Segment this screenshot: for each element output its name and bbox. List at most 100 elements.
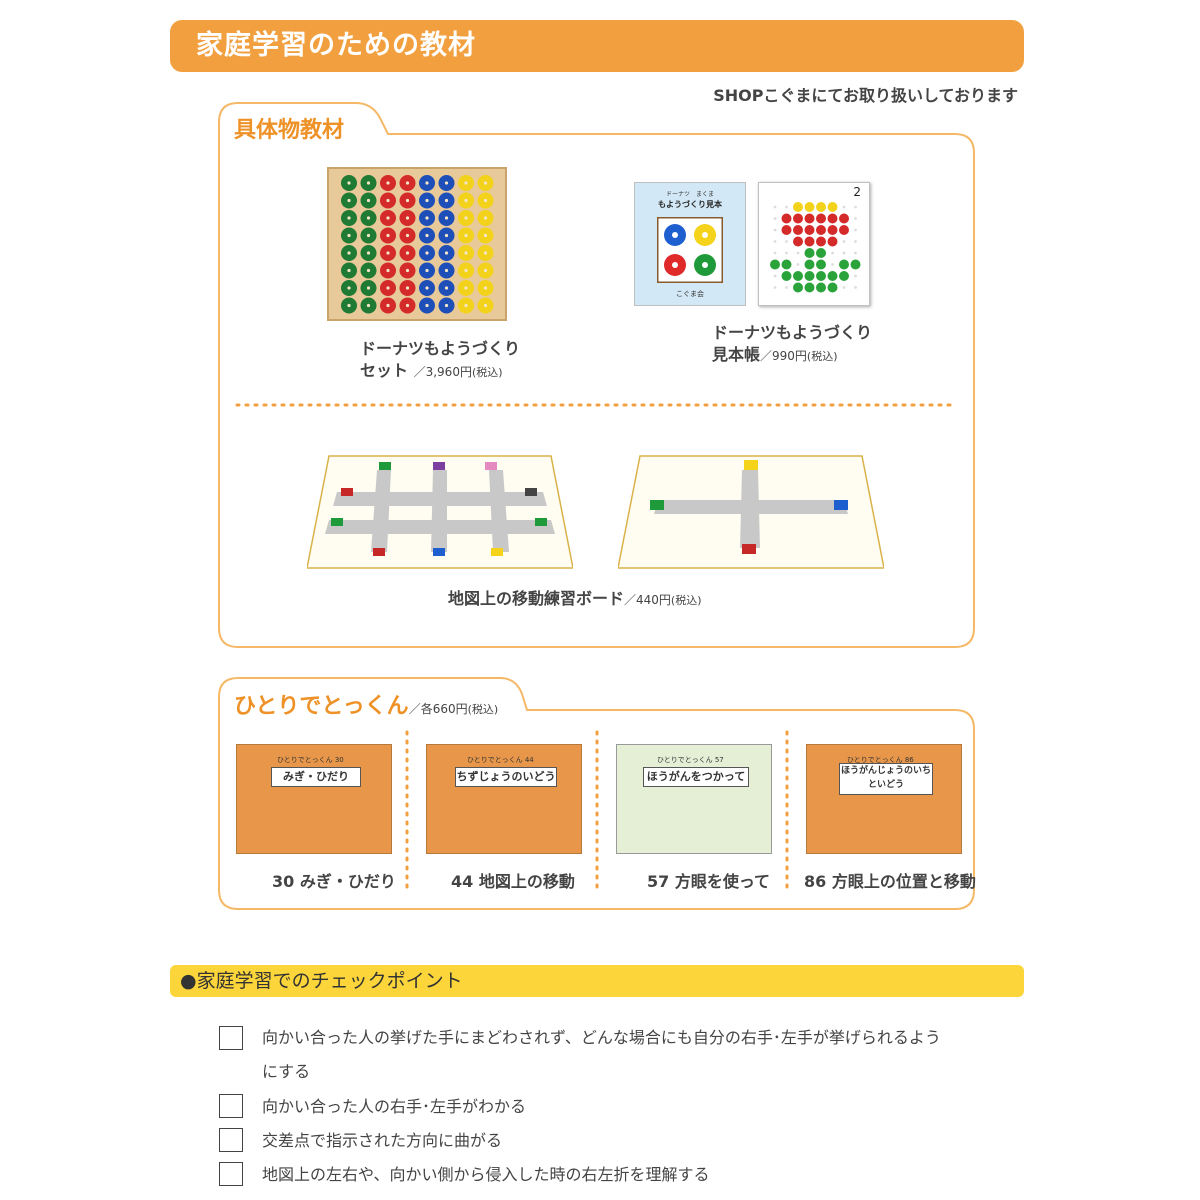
donut-hole: [386, 198, 390, 203]
workbook-cover-title: みぎ・ひだり: [271, 767, 361, 787]
donut-hole: [405, 268, 410, 273]
tulip-dot: [785, 240, 788, 243]
donut-hole: [483, 251, 488, 255]
tulip-dot: [816, 213, 826, 224]
checkpoint-text-cont: にする: [262, 1062, 311, 1081]
donut-hole: [405, 216, 410, 220]
pattern-book-name: ドーナツもようづくり: [712, 323, 873, 342]
hitori-section-outline: [218, 677, 975, 910]
donut-hole: [386, 251, 390, 255]
tulip-dot: [827, 213, 838, 224]
checkpoint-header-bar: [170, 965, 1024, 997]
map-board-caption: 地図上の移動練習ボード／440円(税込): [448, 588, 702, 612]
tulip-dot: [842, 286, 846, 289]
donut-set-name2: セット: [360, 361, 409, 380]
donut-hole: [483, 216, 488, 220]
tulip-dot: [796, 263, 800, 266]
donut-hole: [464, 233, 468, 238]
pattern-book-cover: ドーナツ まくま もようづくり見本 こぐま会: [634, 182, 746, 306]
checkpoint-checkbox[interactable]: [219, 1094, 243, 1118]
workbook-caption: 57 方眼を使って: [647, 872, 771, 891]
pattern-book-price: ／990円: [760, 349, 807, 363]
donut-hole: [483, 268, 488, 273]
donut-hole: [386, 268, 390, 273]
workbook-series: ひとりでとっくん 86: [847, 756, 914, 764]
donut-hole: [425, 181, 429, 185]
tulip-dot: [796, 251, 800, 255]
tulip-dot: [804, 225, 815, 235]
tulip-dot: [781, 259, 792, 270]
donut-hole: [386, 216, 390, 220]
donut-hole: [425, 268, 429, 273]
shop-note: SHOPこぐまにてお取り扱いしております: [713, 86, 1018, 105]
pattern-book-tax: (税込): [806, 350, 838, 363]
workbook-cover-title: ほうがんじょうのいちといどう: [839, 763, 933, 795]
workbook-cover: ひとりでとっくん 86 ほうがんじょうのいちといどう: [806, 744, 962, 854]
donut-hole: [405, 251, 410, 255]
tulip-dot: [773, 205, 777, 209]
donut-hole: [464, 181, 468, 185]
donut-hole: [386, 303, 390, 308]
donut-hole: [483, 181, 488, 185]
tulip-dot: [804, 202, 815, 212]
checkpoint-checkbox[interactable]: [219, 1026, 243, 1050]
donut-hole: [405, 303, 410, 308]
workbook-series: ひとりでとっくん 44: [467, 756, 534, 764]
map-board-cross-image: [618, 455, 884, 569]
checkpoint-text: 交差点で指示された方向に曲がる: [262, 1131, 503, 1150]
workbook-caption: 44 地図上の移動: [451, 872, 575, 891]
tulip-dot: [831, 263, 834, 266]
checkpoint-text: 地図上の左右や、向かい側から侵入した時の右左折を理解する: [262, 1165, 710, 1184]
tulip-dot: [854, 228, 857, 232]
donut-hole: [405, 286, 410, 290]
donut-hole: [347, 268, 351, 273]
tulip-dot: [804, 271, 815, 281]
map-board-price: ／440円: [624, 593, 671, 607]
tulip-dot: [804, 259, 815, 270]
pattern-book-line2: 見本帳／990円(税込): [712, 344, 838, 368]
tulip-dot: [850, 259, 861, 270]
checkpoint-checkbox[interactable]: [219, 1162, 243, 1186]
donut-hole: [425, 216, 429, 220]
tulip-dot: [816, 259, 826, 270]
donut-board-image: [327, 167, 507, 321]
tulip-dot: [839, 213, 849, 224]
donut-hole: [366, 198, 371, 203]
tulip-dot: [793, 202, 803, 212]
checkpoint-checkbox[interactable]: [219, 1128, 243, 1152]
donut-hole: [483, 233, 488, 238]
donut-hole: [444, 286, 449, 290]
map-board-name: 地図上の移動練習ボード: [448, 589, 625, 608]
donut-hole: [366, 268, 371, 273]
workbook-cover: ひとりでとっくん 57 ほうがんをつかって: [616, 744, 772, 854]
workbook-cover: ひとりでとっくん 30 みぎ・ひだり: [236, 744, 392, 854]
pattern-book-page: 2: [758, 182, 870, 306]
donut-hole: [444, 303, 449, 308]
donut-hole: [405, 181, 410, 185]
donut-hole: [444, 251, 449, 255]
donut-hole: [444, 198, 449, 203]
donut-hole: [386, 233, 390, 238]
concrete-tab-label: 具体物教材: [234, 118, 345, 143]
tulip-dot: [773, 217, 777, 220]
donut-hole: [366, 251, 371, 255]
donut-hole: [347, 251, 351, 255]
tulip-dot: [793, 271, 803, 281]
tulip-dot: [804, 213, 815, 224]
donut-hole: [405, 233, 410, 238]
donut-hole: [483, 303, 488, 308]
donut-hole: [347, 303, 351, 308]
tulip-dot: [804, 236, 815, 247]
donut-hole: [464, 198, 468, 203]
tulip-dot: [827, 282, 838, 293]
workbook-cover-title: ちずじょうのいどう: [455, 767, 557, 787]
tulip-dot: [831, 251, 834, 255]
tulip-dot: [842, 251, 846, 255]
cover-title: もようづくり見本: [658, 200, 722, 209]
donut-hole: [366, 303, 371, 308]
donut-hole: [425, 286, 429, 290]
donut-hole: [464, 268, 468, 273]
donut-hole: [444, 181, 449, 185]
tulip-dot: [827, 225, 838, 235]
